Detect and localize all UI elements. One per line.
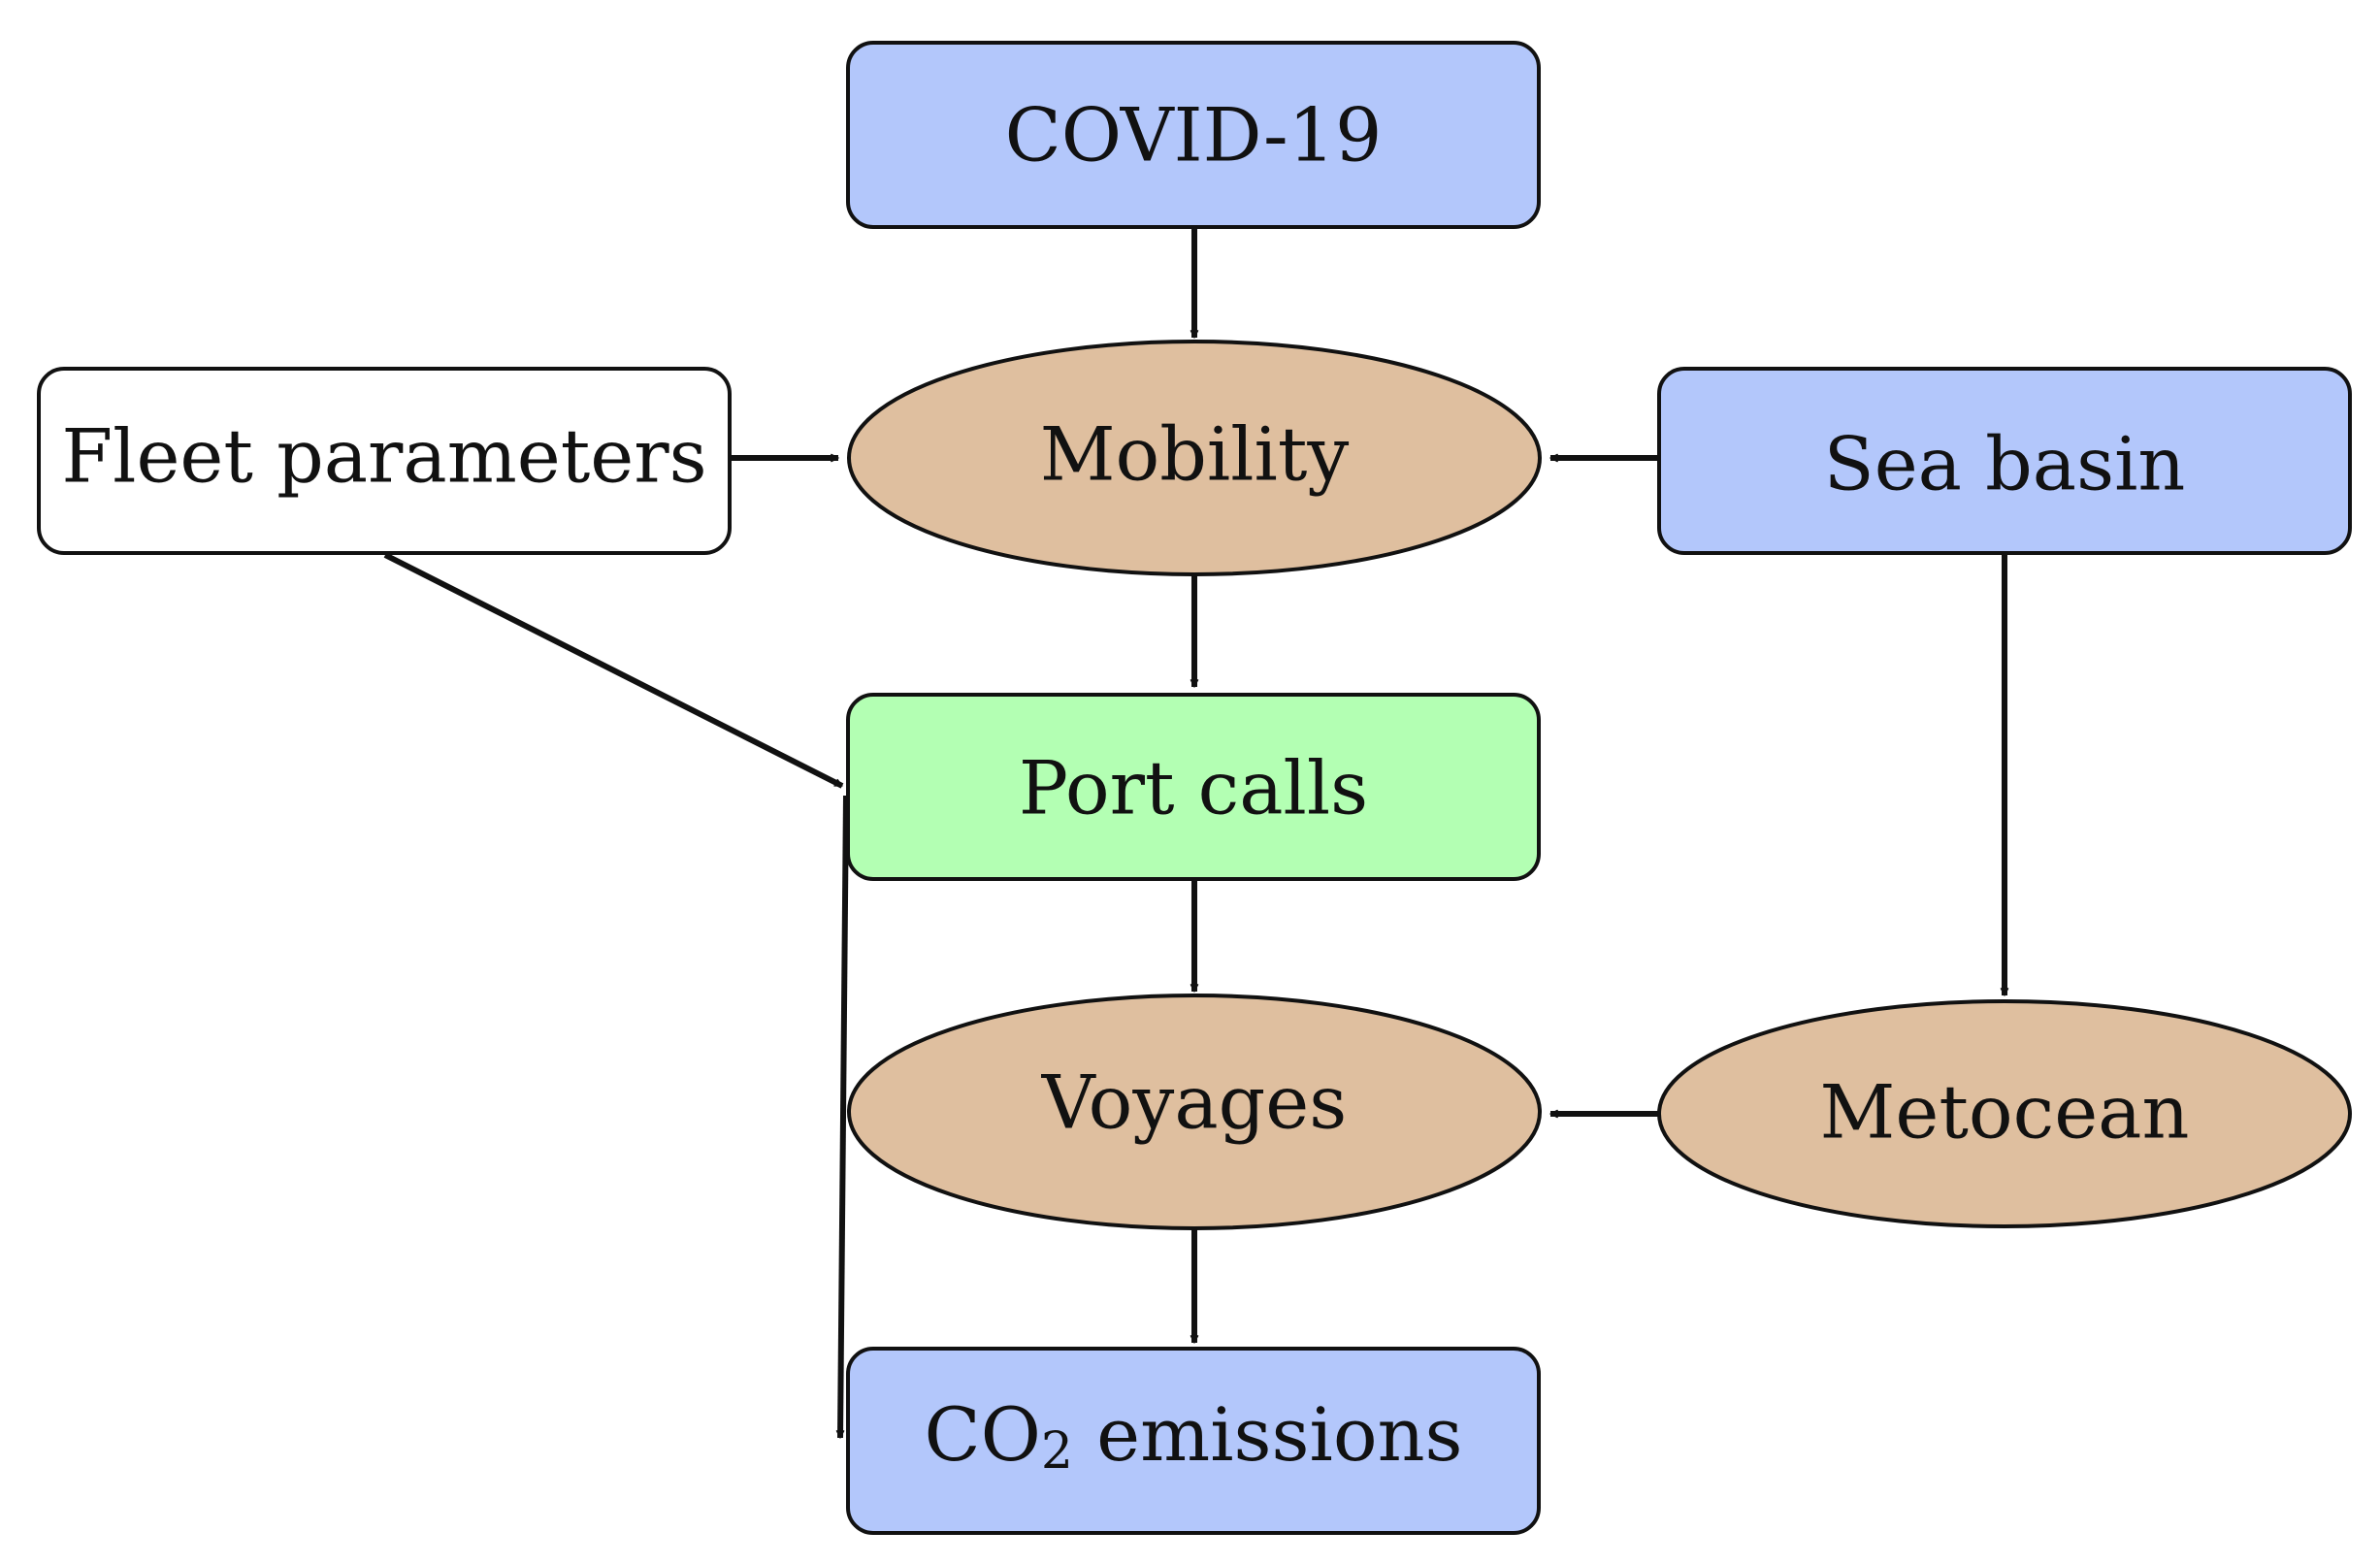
node-covid-label: COVID-19 — [1005, 92, 1383, 179]
node-metocean-label: Metocean — [1820, 1069, 2190, 1156]
node-covid: COVID-19 — [846, 41, 1541, 229]
edge-portcalls-to-co2 — [835, 795, 849, 1439]
node-co2-box — [846, 1347, 1541, 1535]
node-co2-label-subscript: 2 — [1041, 1422, 1073, 1481]
node-metocean: Metocean — [1657, 999, 2352, 1228]
node-mobility: Mobility — [847, 340, 1542, 576]
node-co2-label-rest: emissions — [1073, 1391, 1463, 1478]
nodes-group: COVID-19 Fleet parameters Mobility Sea b… — [37, 41, 2352, 1535]
node-seabasin-label: Sea basin — [1824, 421, 2186, 507]
node-fleet-box — [37, 367, 732, 555]
node-mobility-ellipse — [847, 340, 1542, 576]
node-voyages: Voyages — [847, 994, 1542, 1230]
node-voyages-label: Voyages — [1041, 1059, 1348, 1146]
node-mobility-label: Mobility — [1040, 411, 1350, 498]
node-metocean-ellipse — [1657, 999, 2352, 1228]
node-sea-basin: Sea basin — [1657, 367, 2352, 555]
node-portcalls-box — [846, 693, 1541, 881]
node-voyages-ellipse — [847, 994, 1542, 1230]
node-co2-label-main: CO — [924, 1391, 1040, 1478]
edges-group — [383, 227, 2009, 1439]
node-seabasin-box — [1657, 367, 2352, 555]
node-fleet-label: Fleet parameters — [61, 413, 706, 500]
edge-fleet-to-portcalls — [383, 552, 844, 789]
node-fleet-parameters: Fleet parameters — [37, 367, 732, 555]
node-port-calls: Port calls — [846, 693, 1541, 881]
node-co2-label: CO2 emissions — [924, 1391, 1462, 1482]
node-portcalls-label: Port calls — [1019, 745, 1368, 831]
node-covid-box — [846, 41, 1541, 229]
node-co2-emissions: CO2 emissions — [846, 1347, 1541, 1535]
